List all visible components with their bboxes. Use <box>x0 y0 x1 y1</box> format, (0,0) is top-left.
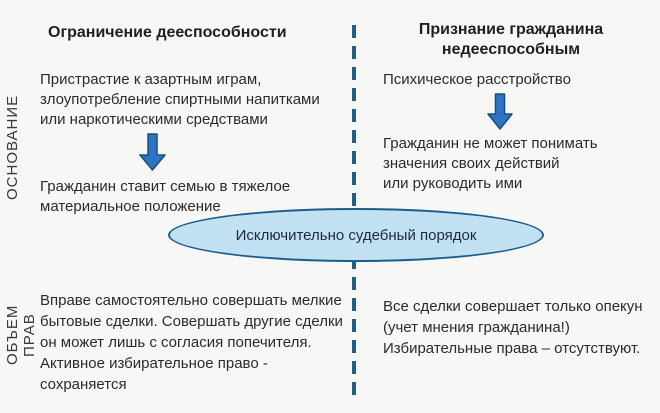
axis-label-rights-scope: ОБЪЕМ ПРАВ <box>4 304 38 366</box>
left-down-arrow-icon <box>139 133 166 171</box>
right-basis-cause: Психическое расстройство <box>383 71 571 88</box>
left-basis-cause: Пристрастие к азартным играм, злоупотреб… <box>40 71 320 128</box>
right-down-arrow-icon <box>487 93 513 130</box>
right-basis-result: Гражданин не может понимать значения сво… <box>383 135 598 192</box>
left-rights-text: Вправе самостоятельно совершать мелкие б… <box>40 292 343 393</box>
right-column-title: Признание гражданина недееспособным <box>418 21 604 58</box>
court-procedure-label: Исключительно судебный порядок <box>235 226 477 244</box>
left-column-title: Ограничение дееспособности <box>48 24 287 41</box>
court-procedure-ellipse: Исключительно судебный порядок <box>168 208 544 262</box>
axis-label-basis: ОСНОВАНИЕ <box>4 94 21 201</box>
right-rights-text: Все сделки совершает только опекун (учет… <box>383 298 643 357</box>
left-basis-result: Гражданин ставит семью в тяжелое материа… <box>40 178 291 215</box>
